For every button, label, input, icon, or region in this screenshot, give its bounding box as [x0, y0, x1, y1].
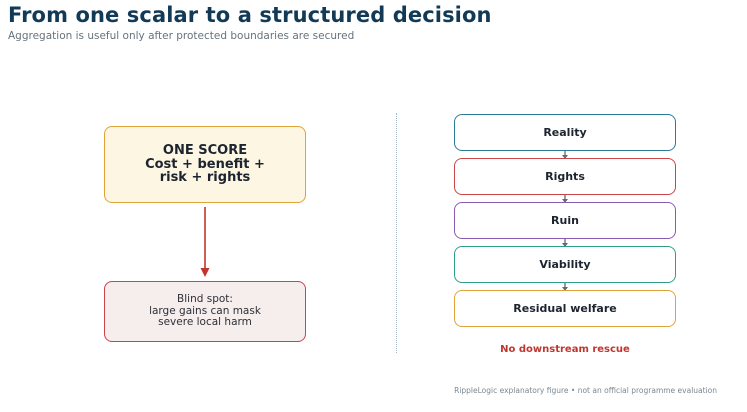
stack-item-label: Reality: [543, 126, 587, 139]
score-to-blindspot-arrow: [200, 207, 210, 277]
footer-note: RippleLogic explanatory figure • not an …: [454, 386, 717, 395]
one-score-line: risk + rights: [159, 170, 251, 186]
blind-spot-line: large gains can mask: [149, 304, 261, 317]
one-score-box: ONE SCORE Cost + benefit + risk + rights: [104, 126, 306, 203]
one-score-line: Cost + benefit +: [145, 156, 265, 172]
page-title: From one scalar to a structured decision: [8, 3, 492, 27]
blind-spot-line: severe local harm: [158, 316, 252, 329]
stack-item-label: Rights: [545, 170, 585, 183]
stack-item-label: Residual welfare: [513, 302, 617, 315]
panel-divider: [396, 113, 397, 353]
stack-item-rights: Rights: [454, 158, 676, 195]
one-score-line: ONE SCORE: [162, 143, 248, 159]
blind-spot-box: Blind spot: large gains can mask severe …: [104, 281, 306, 342]
stack-item-viability: Viability: [454, 246, 676, 283]
stack-item-ruin: Ruin: [454, 202, 676, 239]
stack-item-residual-welfare: Residual welfare: [454, 290, 676, 327]
page-subtitle: Aggregation is useful only after protect…: [8, 30, 355, 42]
stack-item-reality: Reality: [454, 114, 676, 151]
no-rescue-caption: No downstream rescue: [500, 344, 630, 355]
blind-spot-line: Blind spot:: [177, 293, 233, 306]
stack-item-label: Viability: [539, 258, 591, 271]
stack-item-label: Ruin: [551, 214, 579, 227]
